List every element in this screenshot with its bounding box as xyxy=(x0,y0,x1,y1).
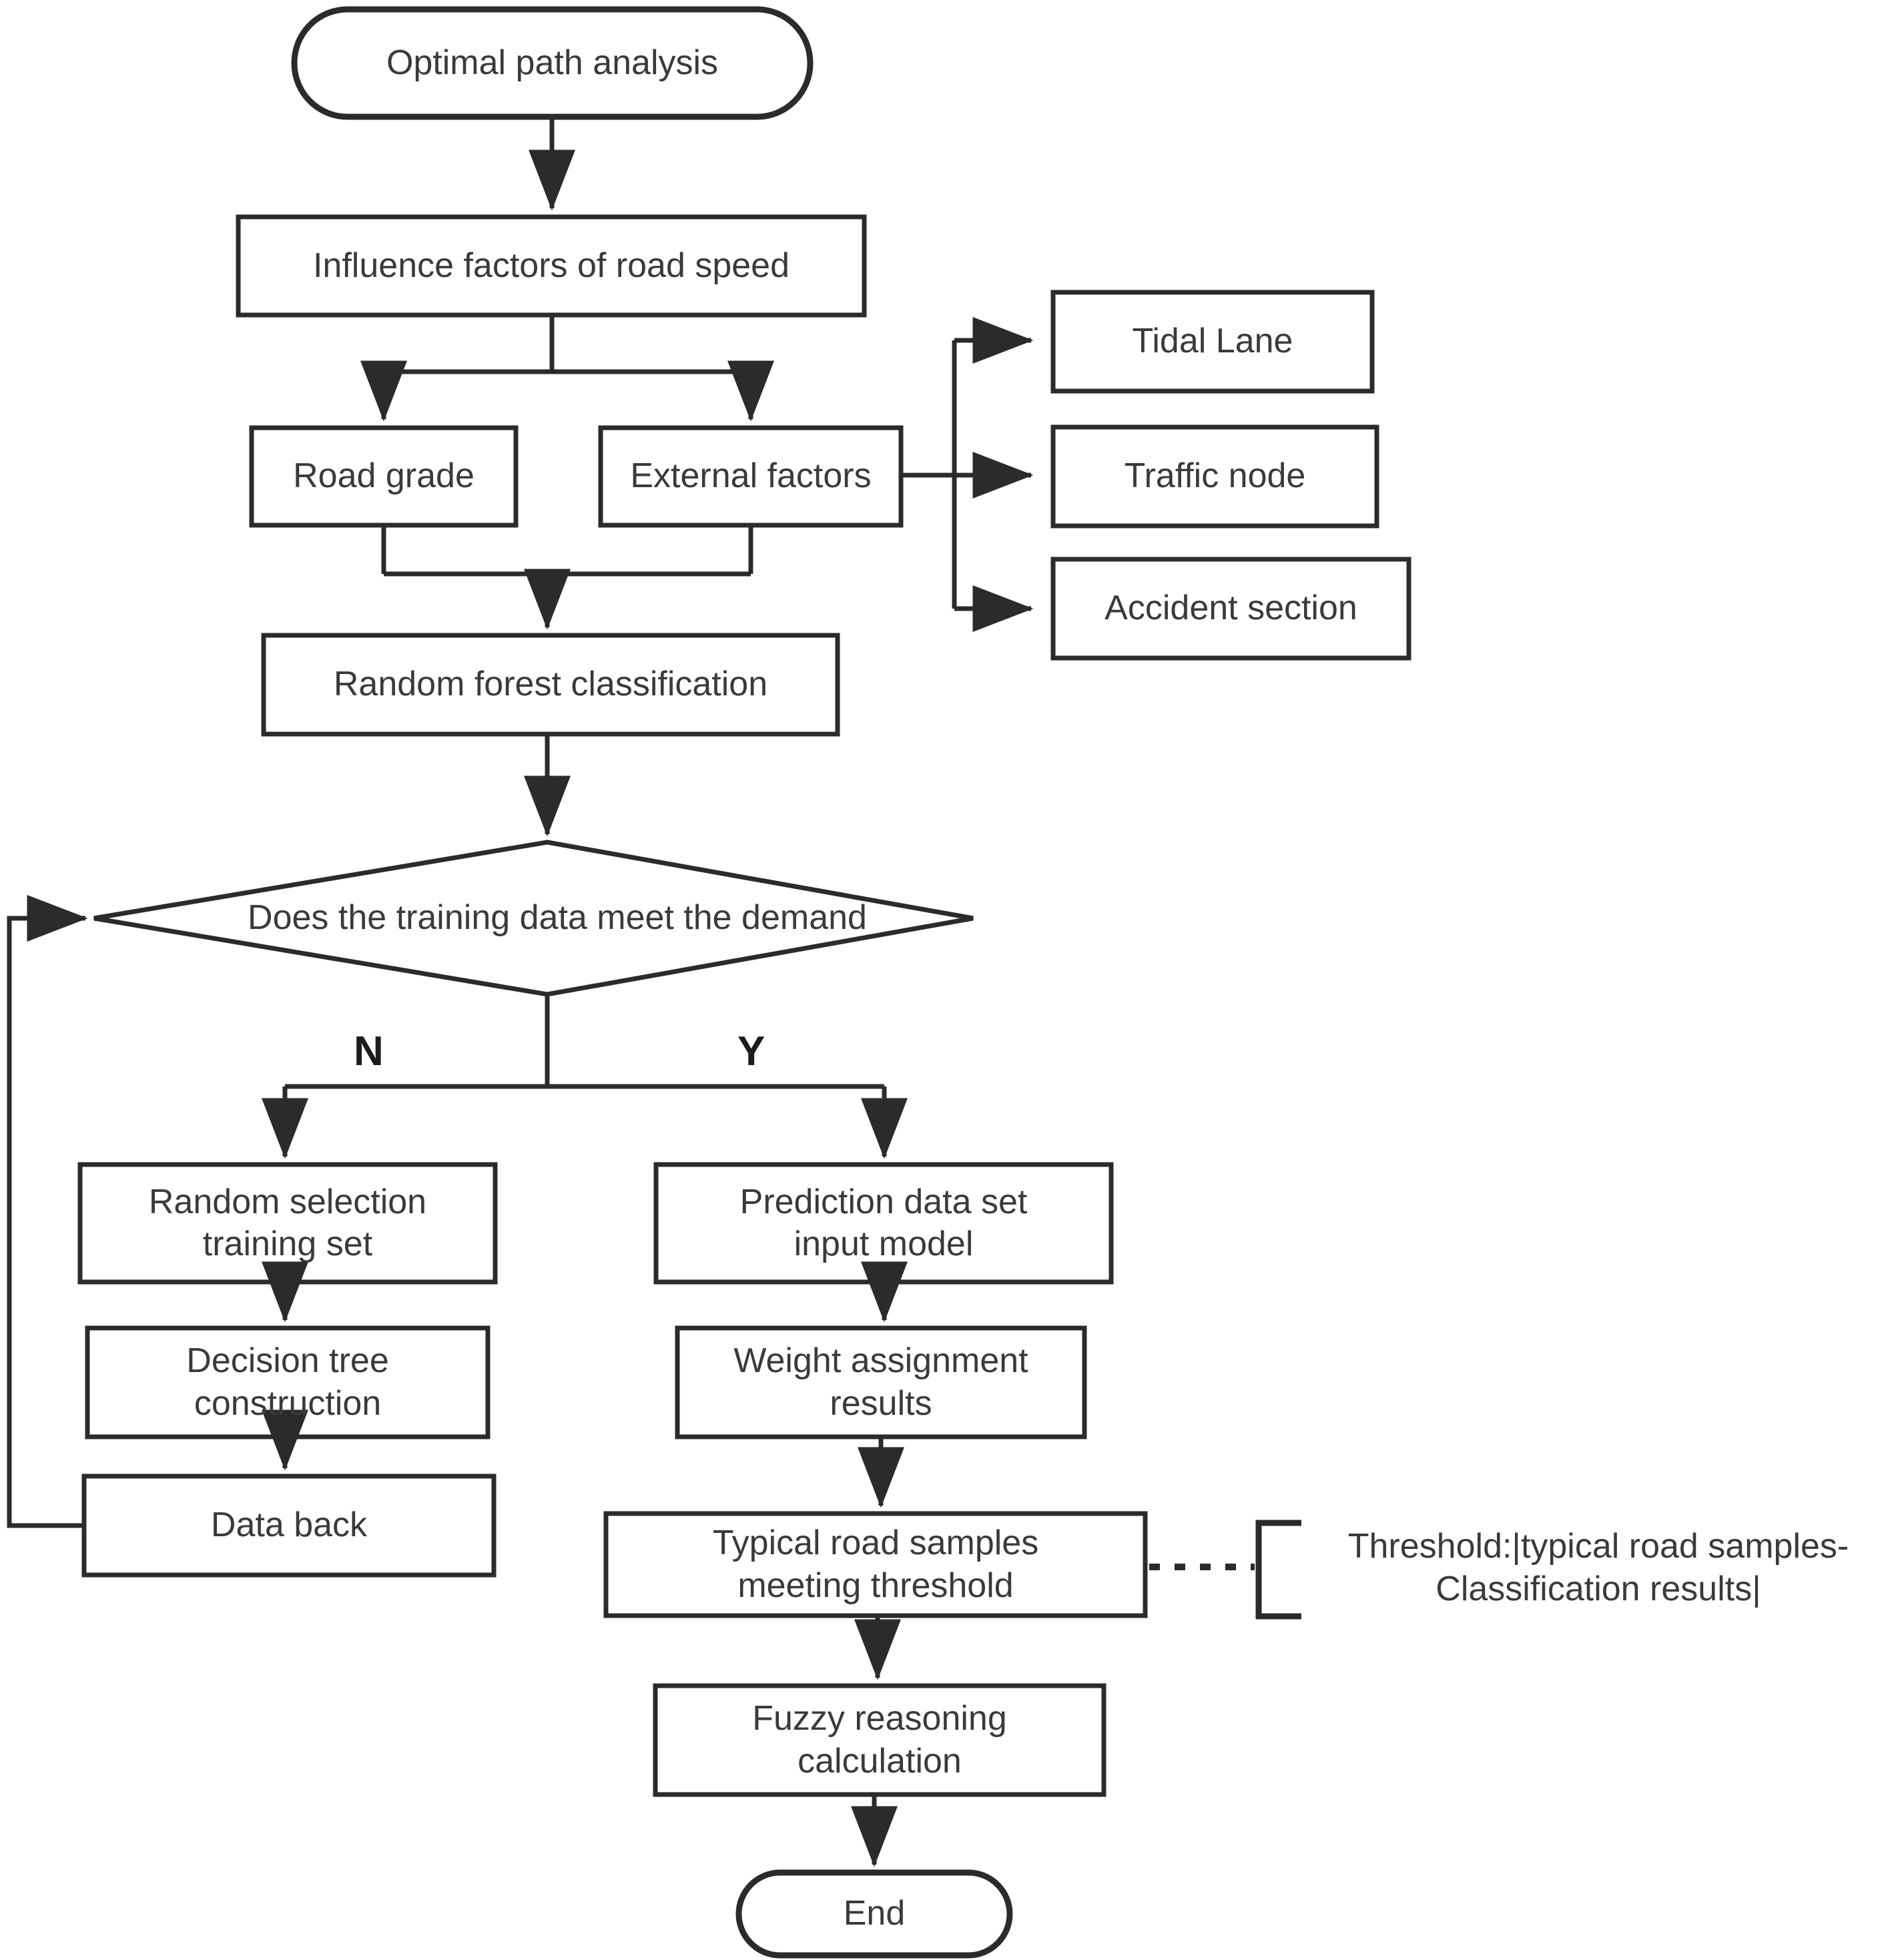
node-shape-external-factors xyxy=(598,425,904,528)
node-shape-random-forest xyxy=(261,633,840,737)
node-shape-traffic-node xyxy=(1050,424,1379,529)
node-shape-fuzzy-reasoning xyxy=(653,1683,1107,1797)
node-shape-road-grade xyxy=(249,425,519,528)
node-shape-decision-tree xyxy=(85,1325,491,1439)
node-shape-start xyxy=(291,6,814,120)
node-shape-tidal-lane xyxy=(1050,290,1375,394)
edge-label-branch-no: N xyxy=(354,1028,384,1074)
node-shape-random-selection xyxy=(77,1162,498,1285)
node-shape-typical-samples xyxy=(603,1511,1148,1618)
node-shape-end xyxy=(735,1869,1013,1959)
node-shape-data-back xyxy=(81,1474,497,1578)
edge-loop-back xyxy=(7,895,88,1528)
edge-label-branch-yes: Y xyxy=(737,1028,765,1074)
node-shape-influence-factors xyxy=(236,214,867,318)
annotation-bracket xyxy=(1255,1520,1301,1620)
node-shape-decision xyxy=(93,840,974,997)
annotation-threshold-label: Threshold:|typical road samples- Classif… xyxy=(1347,1527,1849,1609)
node-shape-accident-section xyxy=(1050,557,1411,661)
node-shape-weight-assignment xyxy=(675,1325,1087,1439)
node-shape-prediction-input xyxy=(653,1162,1114,1285)
